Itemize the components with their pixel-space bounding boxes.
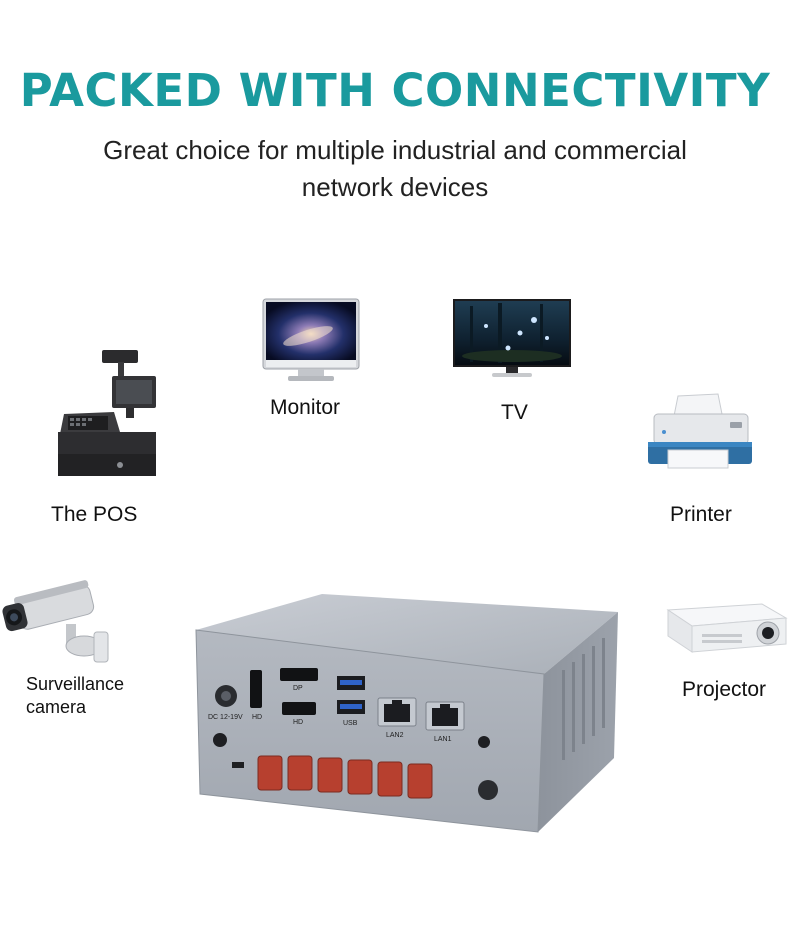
pos-terminal-icon bbox=[54, 348, 160, 480]
monitor-label: Monitor bbox=[270, 396, 341, 419]
surveillance-label-line-1: Surveillance bbox=[26, 674, 125, 694]
page-subtitle: Great choice for multiple industrial and… bbox=[0, 132, 790, 206]
port-label-usb: USB bbox=[343, 720, 358, 727]
printer-label: Printer bbox=[670, 503, 732, 526]
port-label-lan1: LAN1 bbox=[434, 736, 452, 743]
mini-pc: DC 12-19V HD DP HD USB LAN2 LAN1 bbox=[192, 590, 622, 845]
pos-label: The POS bbox=[51, 503, 138, 526]
surveillance-camera-label: Surveillance camera bbox=[26, 673, 124, 719]
printer-icon bbox=[644, 392, 756, 476]
surveillance-label-line-2: camera bbox=[26, 697, 87, 717]
projector-label: Projector bbox=[682, 678, 767, 701]
monitor-icon bbox=[262, 298, 360, 384]
port-label-hd-2: HD bbox=[293, 719, 304, 726]
tv-label: TV bbox=[501, 401, 528, 424]
tv-icon bbox=[452, 298, 572, 380]
subtitle-line-1: Great choice for multiple industrial and… bbox=[103, 135, 687, 165]
port-label-dc: DC 12-19V bbox=[208, 714, 243, 721]
port-label-hd-1: HD bbox=[252, 714, 263, 721]
security-camera-icon bbox=[0, 572, 116, 664]
port-label-dp: DP bbox=[293, 685, 303, 692]
projector-icon bbox=[662, 598, 790, 656]
port-label-lan2: LAN2 bbox=[386, 732, 404, 739]
page-title: PACKED WITH CONNECTIVITY bbox=[19, 64, 771, 117]
subtitle-line-2: network devices bbox=[301, 172, 489, 202]
